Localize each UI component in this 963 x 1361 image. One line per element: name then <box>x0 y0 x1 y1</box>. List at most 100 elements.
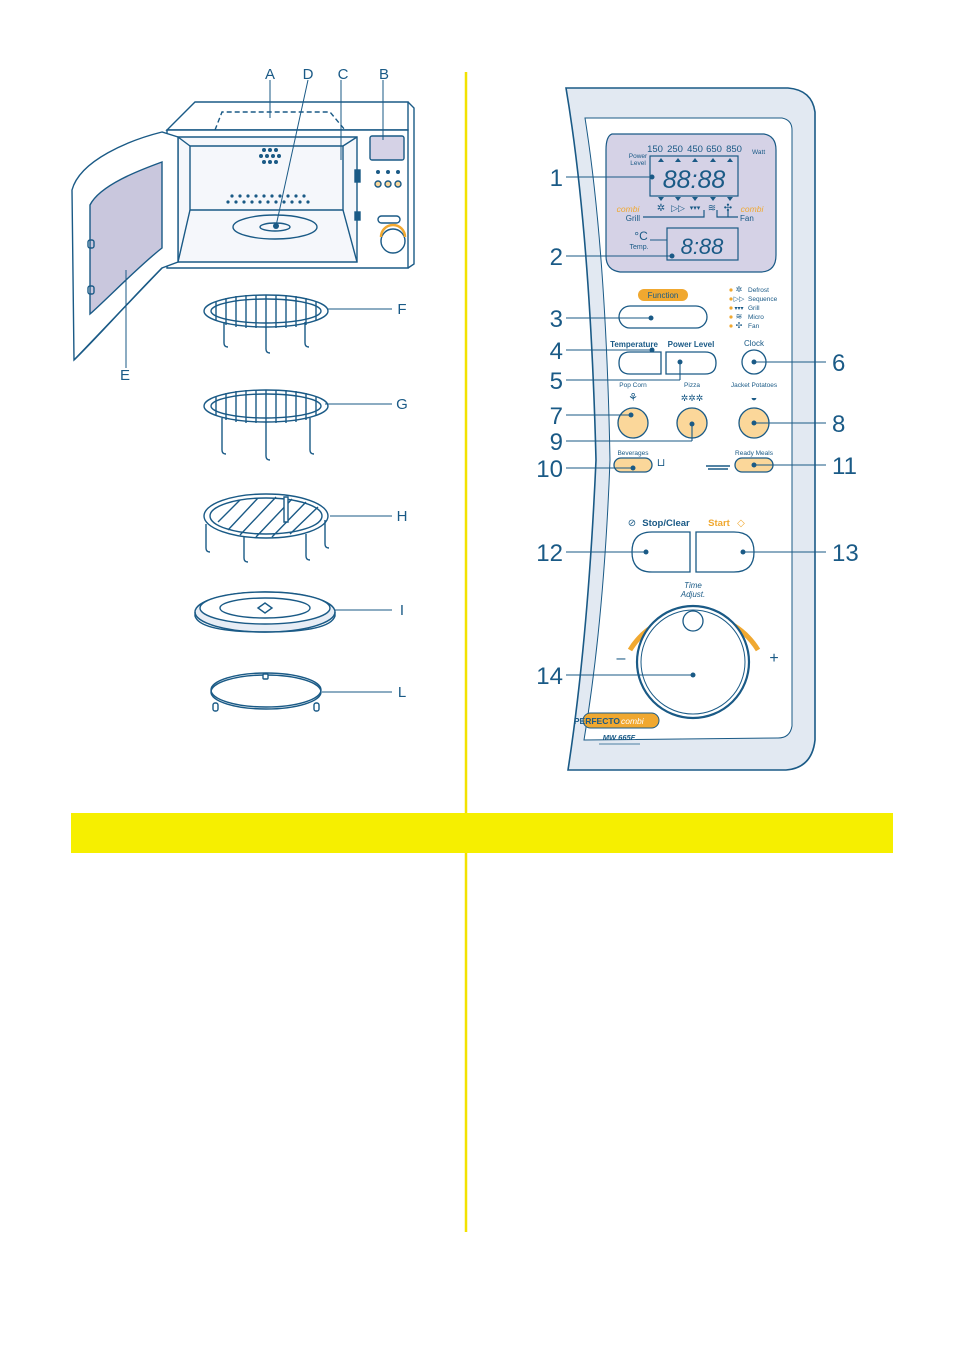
legend-grill-icon: ▾▾▾ <box>734 306 743 312</box>
label-H: H <box>397 508 408 525</box>
accessory-rack-F <box>203 294 329 354</box>
temperature-label: Temperature <box>610 340 658 349</box>
display-power-level-label-2: Level <box>630 160 646 167</box>
label-D: D <box>303 66 314 83</box>
display-power-450: 450 <box>687 144 703 155</box>
legend-sequence: Sequence <box>748 296 778 303</box>
start-label: Start <box>708 518 730 529</box>
display-deg-c: °C <box>634 229 648 243</box>
display-sequence-icon: ▷▷ <box>671 203 685 213</box>
callout-9: 9 <box>550 429 563 456</box>
display-watt: Watt <box>752 149 765 156</box>
label-G: G <box>396 396 408 413</box>
display-micro-icon: ≋ <box>708 203 716 214</box>
display-combi-grill: combi <box>617 204 641 214</box>
dial-plus: + <box>769 650 778 667</box>
display-fan-icon: ✣ <box>724 203 732 214</box>
display-bracket-grill <box>643 210 705 218</box>
legend-fan-icon: ✣ <box>736 321 743 330</box>
label-B: B <box>379 66 389 83</box>
legend-sequence-icon: ▷▷ <box>734 296 745 303</box>
stop-clear-label: Stop/Clear <box>642 518 690 529</box>
display-temp-label: Temp. <box>629 244 648 251</box>
oven-illustration <box>71 101 415 362</box>
control-panel: Power Level 150 250 450 650 850 Watt 88:… <box>565 87 816 771</box>
label-I: I <box>400 602 404 619</box>
function-button[interactable] <box>618 305 708 329</box>
oven-leaders <box>125 79 392 693</box>
jacket-potatoes-icon: ◒ <box>751 392 758 404</box>
time-adjust-label-1: Time <box>684 581 702 590</box>
time-adjust-dial[interactable] <box>635 604 751 720</box>
label-A: A <box>265 66 275 83</box>
function-label-pill <box>638 289 688 301</box>
callout-2: 2 <box>550 244 563 271</box>
display-power-250: 250 <box>667 144 683 155</box>
label-F: F <box>397 301 406 318</box>
display-combi-fan: combi <box>741 204 765 214</box>
oven-letter-labels: A D C B E F G H I L <box>120 66 408 701</box>
power-level-label: Power Level <box>668 340 715 349</box>
accessory-roller-ring-L <box>210 672 322 712</box>
brand-name: PERFECTO <box>574 716 621 726</box>
callout-6: 6 <box>832 350 845 377</box>
display-power-850: 850 <box>726 144 742 155</box>
function-label: Function <box>648 291 679 300</box>
section-header-band <box>71 813 893 853</box>
callout-10: 10 <box>536 456 563 483</box>
display-temp-digits-box <box>666 227 739 261</box>
pizza-icon: ✲✲✲ <box>681 393 704 403</box>
ready-meals-label: Ready Meals <box>735 450 774 457</box>
legend-defrost: Defrost <box>748 287 769 294</box>
beverages-label: Beverages <box>617 450 649 457</box>
display-window <box>605 133 777 273</box>
temperature-button[interactable] <box>618 351 662 375</box>
stop-clear-button[interactable] <box>631 531 691 573</box>
callout-5: 5 <box>550 368 563 395</box>
vent-holes <box>226 148 310 204</box>
callout-1: 1 <box>550 165 563 192</box>
time-adjust-label-2: Adjust. <box>680 590 705 599</box>
display-indicator-arrows <box>658 158 733 201</box>
display-grill-icon: ▾▾▾ <box>690 205 701 212</box>
start-icon: ◇ <box>737 518 745 529</box>
legend-grill: Grill <box>748 305 760 312</box>
callout-14: 14 <box>536 663 563 690</box>
display-fan-label: Fan <box>740 214 754 223</box>
label-L: L <box>398 684 406 701</box>
pop-corn-button[interactable] <box>617 407 649 439</box>
callout-7: 7 <box>550 403 563 430</box>
display-power-150: 150 <box>647 144 663 155</box>
callout-3: 3 <box>550 306 563 333</box>
dial-minus: – <box>617 650 626 667</box>
pop-corn-icon: ⚘ <box>628 392 638 404</box>
legend-micro-icon: ≋ <box>736 312 743 321</box>
panel-leader-dots <box>628 174 757 678</box>
display-temp-digits: 8:88 <box>681 234 725 259</box>
panel-callout-numbers: 1 2 3 4 5 6 7 8 9 10 11 12 13 14 <box>536 165 858 690</box>
pop-corn-label: Pop Corn <box>619 382 647 389</box>
display-power-650: 650 <box>706 144 722 155</box>
ready-meals-icon <box>706 465 730 470</box>
accessory-turntable-I <box>194 591 336 633</box>
beverages-icon: ⊔ <box>657 457 666 469</box>
clock-label: Clock <box>744 339 765 348</box>
legend-fan: Fan <box>748 323 760 330</box>
legend-defrost-icon: ✲ <box>736 285 743 294</box>
power-level-button[interactable] <box>665 351 717 375</box>
label-C: C <box>338 66 349 83</box>
callout-13: 13 <box>832 540 859 567</box>
legend-micro: Micro <box>748 314 764 321</box>
dial-indicator <box>682 610 704 632</box>
display-defrost-icon: ✲ <box>657 203 665 214</box>
stop-clear-icon: ⊘ <box>628 518 636 529</box>
callout-8: 8 <box>832 411 845 438</box>
label-E: E <box>120 367 130 384</box>
brand-badge <box>582 712 660 729</box>
display-grill-label: Grill <box>626 214 640 223</box>
mode-legend: ✲ ▷▷ ▾▾▾ ≋ ✣ Defrost Sequence Grill Micr… <box>729 285 778 330</box>
callout-11: 11 <box>832 453 857 480</box>
display-bracket-fan <box>716 210 738 218</box>
display-main-digits: 88:88 <box>663 166 726 194</box>
